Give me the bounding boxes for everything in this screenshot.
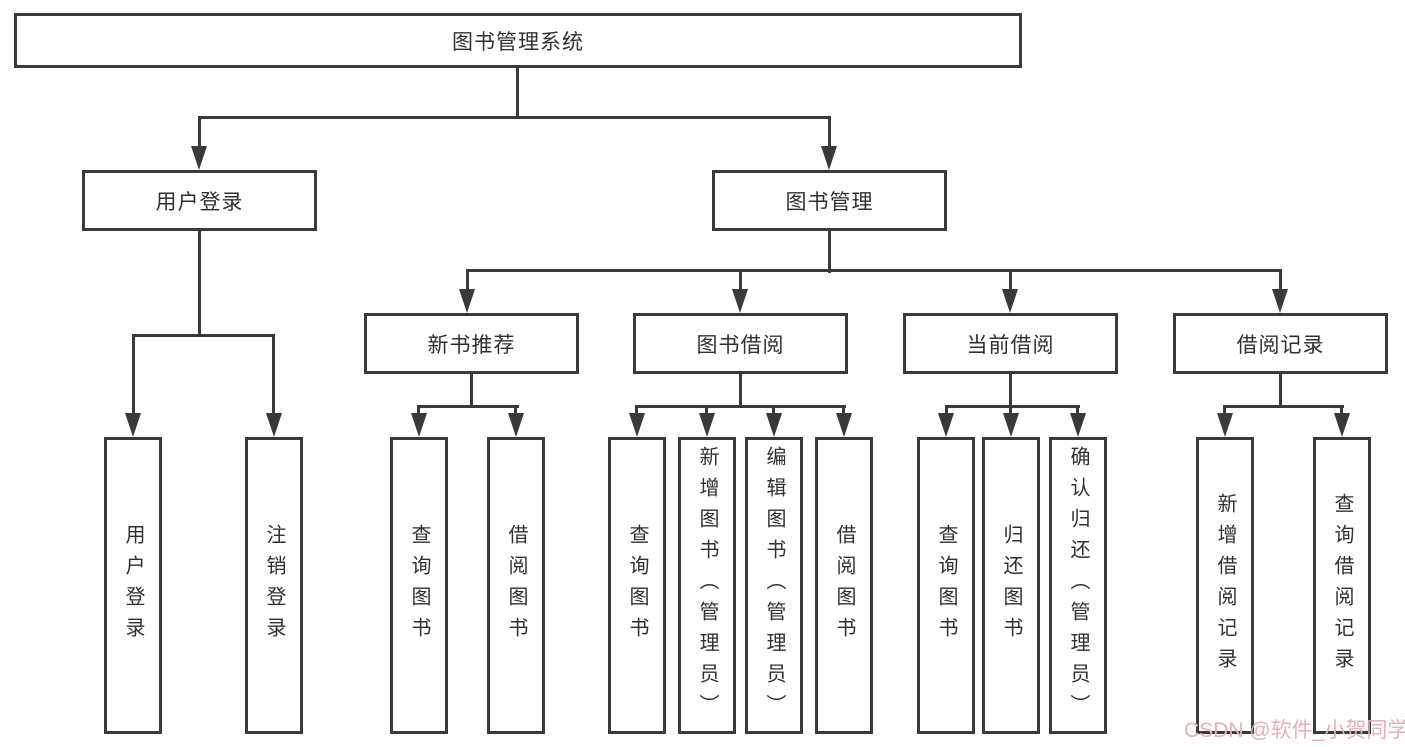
connector-line — [828, 116, 831, 152]
leaf-query-books-borrowing: 查询图书 — [608, 437, 666, 734]
leaf-logout: 注销登录 — [245, 437, 303, 734]
connector-line — [516, 68, 519, 119]
node-label: 新增借阅记录 — [1214, 492, 1236, 679]
connector-line — [1009, 374, 1012, 408]
connector-line — [1340, 405, 1343, 417]
leaf-borrow-books-borrowing: 借阅图书 — [815, 437, 873, 734]
leaf-confirm-return-admin: 确认归还（管理员） — [1049, 437, 1107, 734]
node-label: 当前借阅 — [966, 333, 1055, 357]
node-label: 图书借阅 — [696, 333, 785, 357]
leaf-borrow-books-recommend: 借阅图书 — [487, 437, 545, 734]
connector-line — [466, 269, 1282, 272]
node-borrowing-records: 借阅记录 — [1173, 313, 1388, 374]
connector-line — [739, 374, 742, 408]
connector-line — [1223, 405, 1226, 417]
leaf-query-books-recommend: 查询图书 — [390, 437, 448, 734]
connector-line — [1009, 269, 1012, 291]
connector-line — [132, 334, 275, 337]
arrow-down-icon — [411, 413, 427, 437]
node-current-borrowing: 当前借阅 — [903, 313, 1118, 374]
connector-line — [1279, 374, 1282, 408]
leaf-user-login: 用户登录 — [104, 437, 162, 734]
connector-line — [272, 334, 275, 416]
node-label: 新增图书（管理员） — [696, 446, 718, 725]
node-label: 用户登录 — [155, 190, 244, 214]
arrow-down-icon — [699, 413, 715, 437]
node-label: 图书管理系统 — [452, 30, 584, 54]
arrow-down-icon — [266, 413, 282, 437]
connector-line — [1076, 405, 1079, 417]
arrow-down-icon — [1217, 413, 1233, 437]
connector-line — [1009, 405, 1012, 417]
connector-line — [417, 405, 420, 417]
connector-line — [198, 231, 201, 336]
connector-line — [635, 405, 846, 408]
connector-line — [842, 405, 845, 417]
connector-line — [198, 116, 201, 152]
arrow-down-icon — [191, 146, 207, 170]
arrow-down-icon — [1070, 413, 1086, 437]
connector-line — [1223, 405, 1344, 408]
node-label: 编辑图书（管理员） — [763, 446, 785, 725]
csdn-watermark: CSDN @软件_小贺同学 — [1184, 719, 1405, 742]
node-label: 查询借阅记录 — [1331, 492, 1353, 679]
arrow-down-icon — [1003, 413, 1019, 437]
node-label: 查询图书 — [626, 523, 648, 648]
connector-line — [772, 405, 775, 417]
arrow-down-icon — [766, 413, 782, 437]
arrow-down-icon — [629, 413, 645, 437]
connector-line — [198, 116, 831, 119]
leaf-add-borrow-record: 新增借阅记录 — [1196, 437, 1254, 734]
node-label: 查询图书 — [935, 523, 957, 648]
arrow-down-icon — [938, 413, 954, 437]
node-user-login: 用户登录 — [82, 170, 317, 231]
leaf-edit-books-admin: 编辑图书（管理员） — [745, 437, 803, 734]
connector-line — [635, 405, 638, 417]
arrow-down-icon — [836, 413, 852, 437]
node-label: 注销登录 — [263, 523, 285, 648]
node-label: 图书管理 — [785, 190, 874, 214]
leaf-return-books: 归还图书 — [982, 437, 1040, 734]
arrow-down-icon — [508, 413, 524, 437]
node-book-management: 图书管理 — [712, 170, 947, 231]
arrow-down-icon — [459, 289, 475, 313]
arrow-down-icon — [125, 413, 141, 437]
arrow-down-icon — [732, 289, 748, 313]
connector-line — [132, 334, 135, 416]
node-label: 借阅图书 — [833, 523, 855, 648]
node-label: 用户登录 — [122, 523, 144, 648]
connector-line — [739, 269, 742, 291]
node-label: 查询图书 — [408, 523, 430, 648]
leaf-add-books-admin: 新增图书（管理员） — [678, 437, 736, 734]
node-label: 新书推荐 — [427, 333, 516, 357]
arrow-down-icon — [1334, 413, 1350, 437]
leaf-query-borrow-record: 查询借阅记录 — [1313, 437, 1371, 734]
connector-line — [945, 405, 1080, 408]
connector-line — [417, 405, 519, 408]
node-label: 借阅记录 — [1236, 333, 1325, 357]
arrow-down-icon — [821, 146, 837, 170]
connector-line — [470, 374, 473, 408]
connector-line — [705, 405, 708, 417]
connector-line — [514, 405, 517, 417]
connector-line — [945, 405, 948, 417]
connector-line — [828, 231, 831, 273]
node-library-system: 图书管理系统 — [14, 13, 1022, 68]
connector-line — [1279, 269, 1282, 291]
leaf-query-books-current: 查询图书 — [917, 437, 975, 734]
node-label: 借阅图书 — [505, 523, 527, 648]
connector-line — [466, 269, 469, 291]
arrow-down-icon — [1002, 289, 1018, 313]
arrow-down-icon — [1272, 289, 1288, 313]
node-book-borrowing: 图书借阅 — [633, 313, 848, 374]
node-new-book-recommend: 新书推荐 — [364, 313, 579, 374]
node-label: 归还图书 — [1000, 523, 1022, 648]
node-label: 确认归还（管理员） — [1067, 446, 1089, 725]
